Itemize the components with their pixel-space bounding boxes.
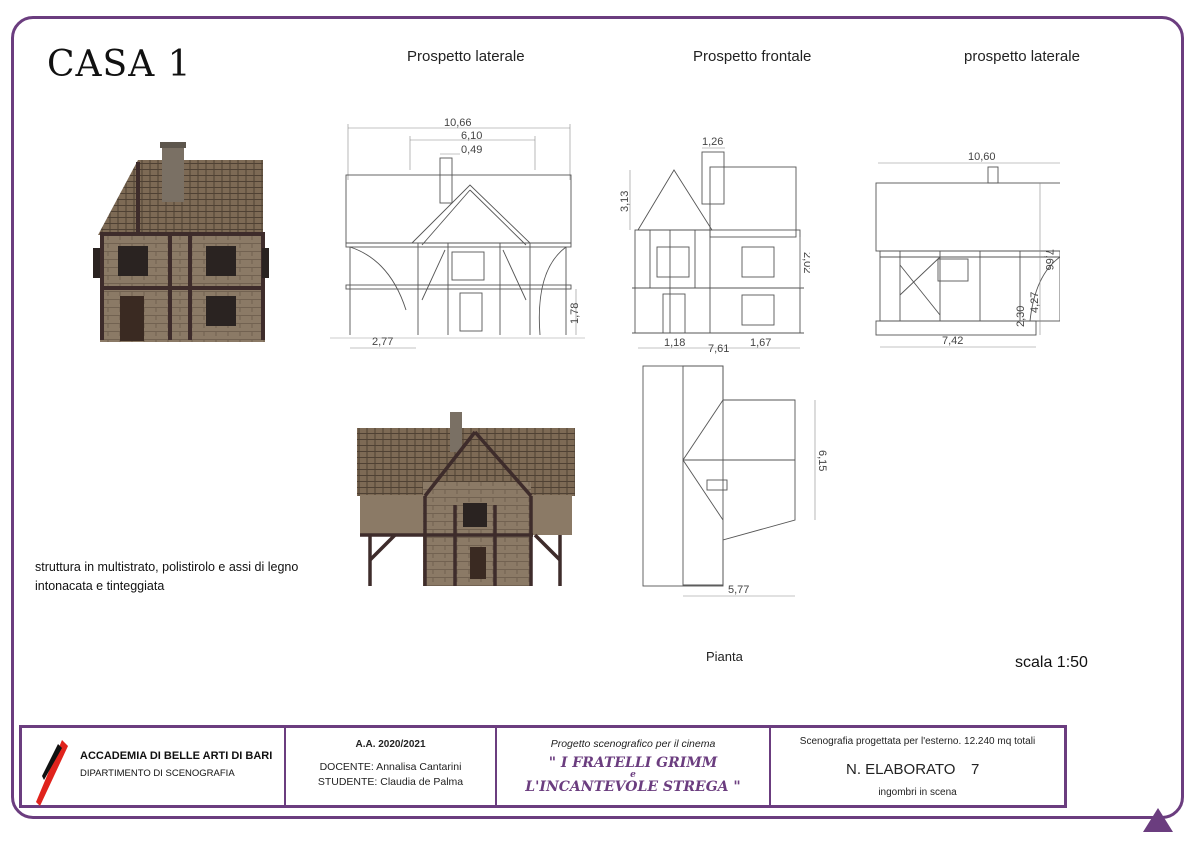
academy-department: DIPARTIMENTO DI SCENOGRAFIA [80, 768, 235, 779]
sheet-subject: ingombri in scena [878, 787, 957, 798]
film-title-line-1: " I FRATELLI GRIMM [548, 755, 718, 771]
elaborato-number: 7 [971, 761, 980, 778]
dim-side-right-base: 7,42 [942, 335, 963, 347]
dim-side-left-base: 2,77 [372, 336, 393, 348]
film-title-e: e [630, 770, 636, 780]
house-render-side [357, 412, 575, 586]
academy-name: ACCADEMIA DI BELLE ARTI DI BARI [80, 750, 273, 762]
dim-side-right-total: 10,60 [968, 151, 996, 163]
label-plan: Pianta [706, 649, 743, 664]
project-cell: Progetto scenografico per il cinema " I … [497, 728, 771, 805]
drawing-front: 1,26 3,13 2,02 1,18 7,61 1,67 [619, 136, 810, 355]
scale-label: scala 1:50 [1015, 654, 1088, 671]
material-note-line-1: struttura in multistrato, polistirolo e … [35, 560, 299, 574]
material-note-line-2: intonacata e tinteggiata [35, 579, 165, 593]
project-type: Progetto scenografico per il cinema [550, 738, 716, 750]
drawing-side-left: 10,66 6,10 0,49 1,78 2,77 [330, 117, 585, 349]
drawing-plan: 6,15 5,77 [642, 365, 828, 597]
dim-front-base-right: 1,67 [750, 337, 771, 349]
sheet-title: CASA 1 [47, 44, 192, 85]
dim-front-roof: 3,13 [619, 191, 631, 212]
film-title: " I FRATELLI GRIMM e L'INCANTEVOLE STREG… [497, 754, 769, 796]
corner-triangle-icon [1143, 808, 1173, 832]
drawing-side-right: 10,60 7,42 7,66 4,27 2,30 [875, 151, 1060, 348]
dim-side-left-total: 10,66 [444, 117, 472, 129]
credits-cell: A.A. 2020/2021 DOCENTE: Annalisa Cantari… [286, 728, 497, 805]
label-front: Prospetto frontale [693, 48, 812, 65]
scenography-note: Scenografia progettata per l'esterno. 12… [799, 736, 1036, 747]
elaborato-label: N. ELABORATO [846, 761, 956, 778]
label-side-right: prospetto laterale [964, 48, 1080, 65]
house-render-front [93, 142, 269, 342]
dim-side-right-height-mid: 4,27 [1029, 292, 1041, 313]
elaborato-cell: Scenografia progettata per l'esterno. 12… [771, 728, 1064, 805]
dim-side-right-height-total: 7,66 [1043, 249, 1055, 270]
film-title-line-2: L'INCANTEVOLE STREGA " [525, 779, 741, 795]
teacher-name: DOCENTE: Annalisa Cantarini [319, 761, 462, 773]
dim-side-left-mid: 6,10 [461, 130, 482, 142]
dim-plan-width: 5,77 [728, 584, 749, 596]
dim-front-chimney: 1,26 [702, 136, 723, 148]
dim-front-base-total: 7,61 [708, 343, 729, 355]
academy-cell: ACCADEMIA DI BELLE ARTI DI BARI DIPARTIM… [22, 728, 286, 806]
material-note: struttura in multistrato, polistirolo e … [35, 558, 298, 596]
dim-front-base-left: 1,18 [664, 337, 685, 349]
dim-side-right-height-low: 2,30 [1015, 306, 1027, 327]
label-side-left: Prospetto laterale [407, 48, 525, 65]
academy-logo-icon [36, 740, 68, 806]
academic-year: A.A. 2020/2021 [355, 739, 426, 750]
dim-plan-depth: 6,15 [816, 450, 828, 471]
student-name: STUDENTE: Claudia de Palma [317, 776, 464, 788]
dim-side-left-chimney: 0,49 [461, 144, 482, 156]
title-block: ACCADEMIA DI BELLE ARTI DI BARI DIPARTIM… [19, 725, 1067, 808]
sheet-frame [11, 16, 1184, 819]
dim-front-upper: 2,02 [801, 252, 810, 273]
dim-side-left-height: 1,78 [569, 303, 581, 324]
